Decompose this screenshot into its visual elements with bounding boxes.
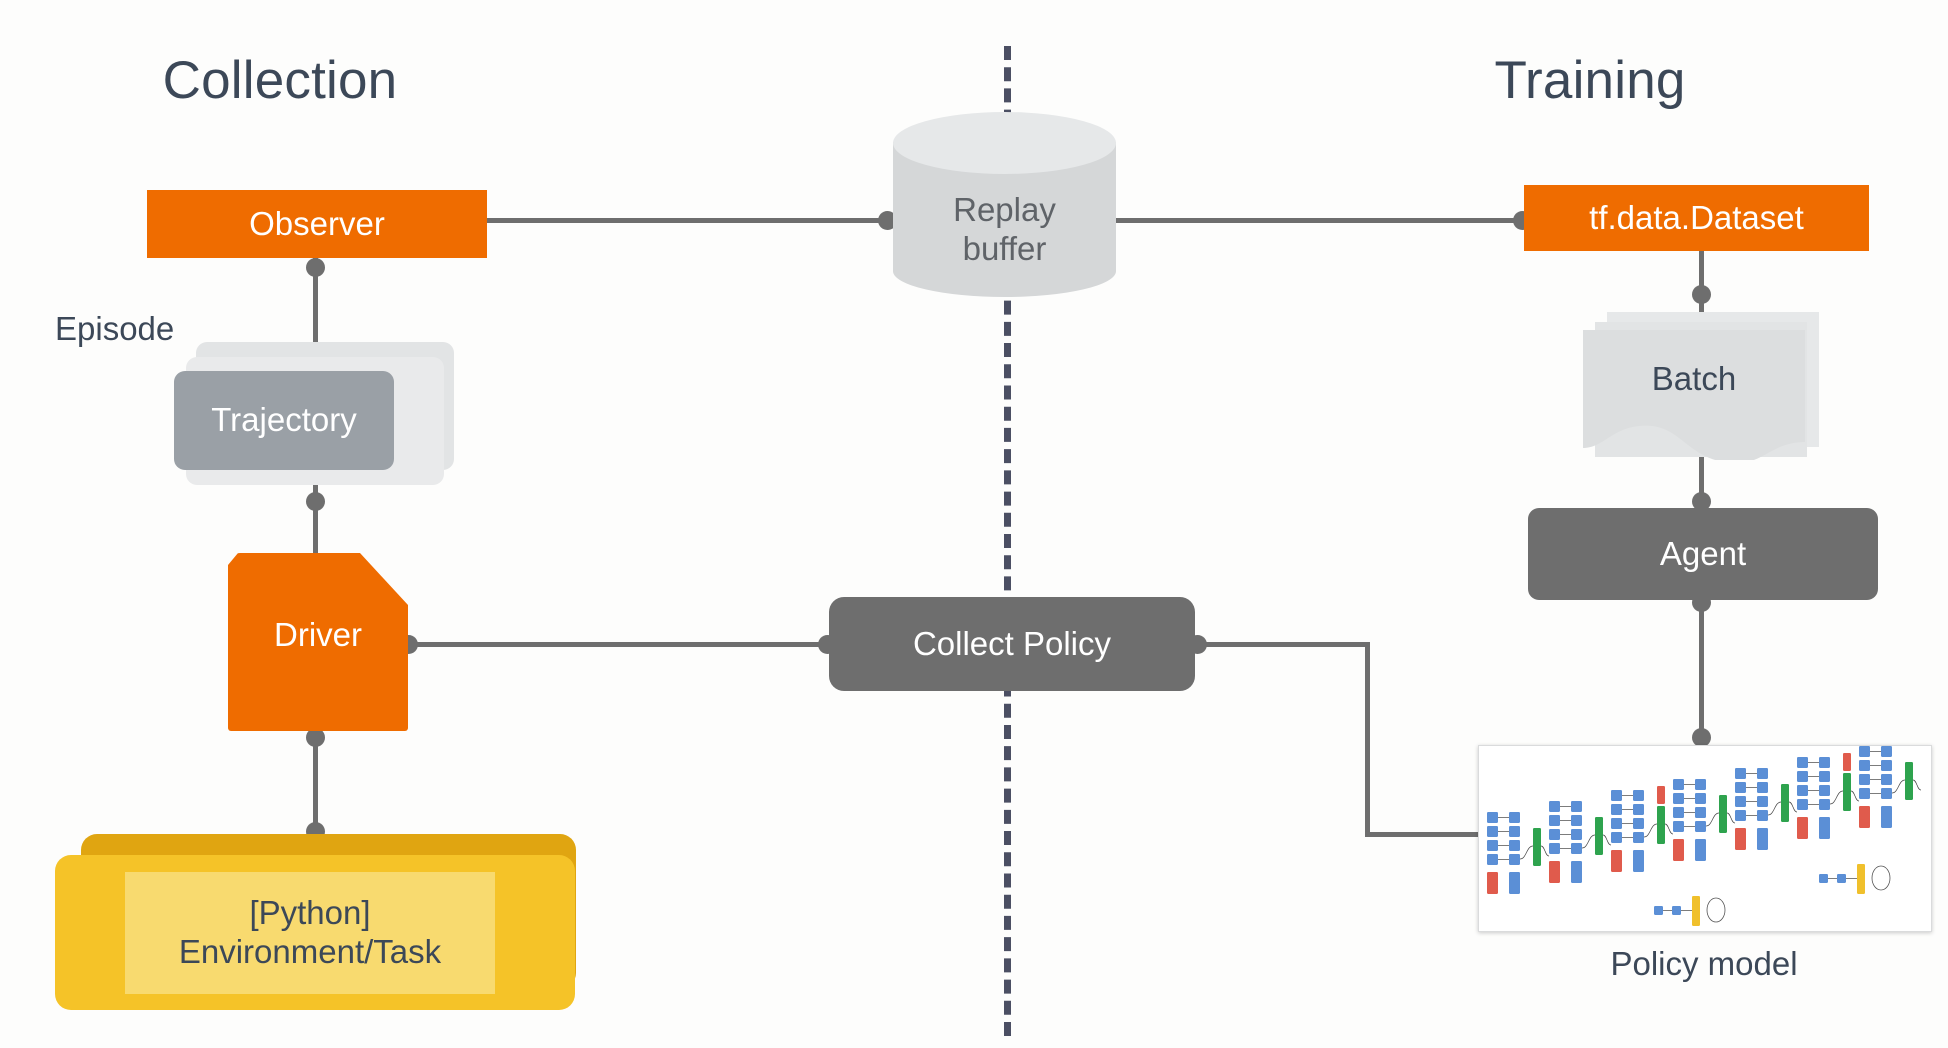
node-policy-model-image[interactable] bbox=[1478, 745, 1932, 932]
connector-dot-driver-bottom bbox=[306, 728, 325, 747]
connector-replay-buffer-to-dataset bbox=[1116, 218, 1531, 223]
connector-dot-trajectory-bottom bbox=[306, 492, 325, 511]
connector-dot-agent-top bbox=[1692, 492, 1711, 511]
node-driver[interactable] bbox=[228, 553, 408, 731]
label-policy-model: Policy model bbox=[1610, 945, 1798, 982]
connector-collect-policy-elbow-top bbox=[1195, 642, 1370, 647]
connector-batch-to-agent bbox=[1699, 420, 1704, 520]
connector-agent-to-policy-model bbox=[1699, 598, 1704, 748]
node-trajectory[interactable] bbox=[174, 371, 394, 470]
node-tf-data-dataset[interactable] bbox=[1524, 185, 1869, 251]
node-collect-policy[interactable] bbox=[829, 597, 1195, 691]
connector-dot-policy-model-top bbox=[1692, 728, 1711, 747]
connector-driver-to-collect-policy bbox=[400, 642, 840, 647]
section-title-training: Training bbox=[1494, 51, 1686, 110]
connector-dot-batch-top bbox=[1692, 285, 1711, 304]
connector-collect-policy-elbow-vertical bbox=[1365, 642, 1370, 837]
connector-collect-policy-elbow-bottom bbox=[1365, 832, 1483, 837]
neural-network-graph-icon bbox=[1487, 746, 1922, 926]
connector-trajectory-to-driver bbox=[313, 470, 318, 560]
batch-wavy-shape-icon bbox=[1583, 330, 1805, 460]
connector-observer-to-trajectory bbox=[313, 258, 318, 373]
connector-dot-replay-buffer-left bbox=[878, 211, 897, 230]
section-title-collection: Collection bbox=[162, 51, 398, 110]
node-batch[interactable] bbox=[1583, 330, 1805, 460]
node-observer[interactable] bbox=[147, 190, 487, 258]
vertical-dashed-divider bbox=[1004, 46, 1011, 1036]
node-agent[interactable] bbox=[1528, 508, 1878, 600]
node-replay-buffer-top-ellipse bbox=[893, 112, 1116, 174]
node-environment-inner-panel bbox=[125, 872, 495, 994]
connector-dot-observer-bottom bbox=[306, 258, 325, 277]
connector-driver-to-environment bbox=[313, 731, 318, 841]
label-episode: Episode bbox=[55, 310, 175, 347]
connector-observer-to-replay-buffer bbox=[487, 218, 907, 223]
